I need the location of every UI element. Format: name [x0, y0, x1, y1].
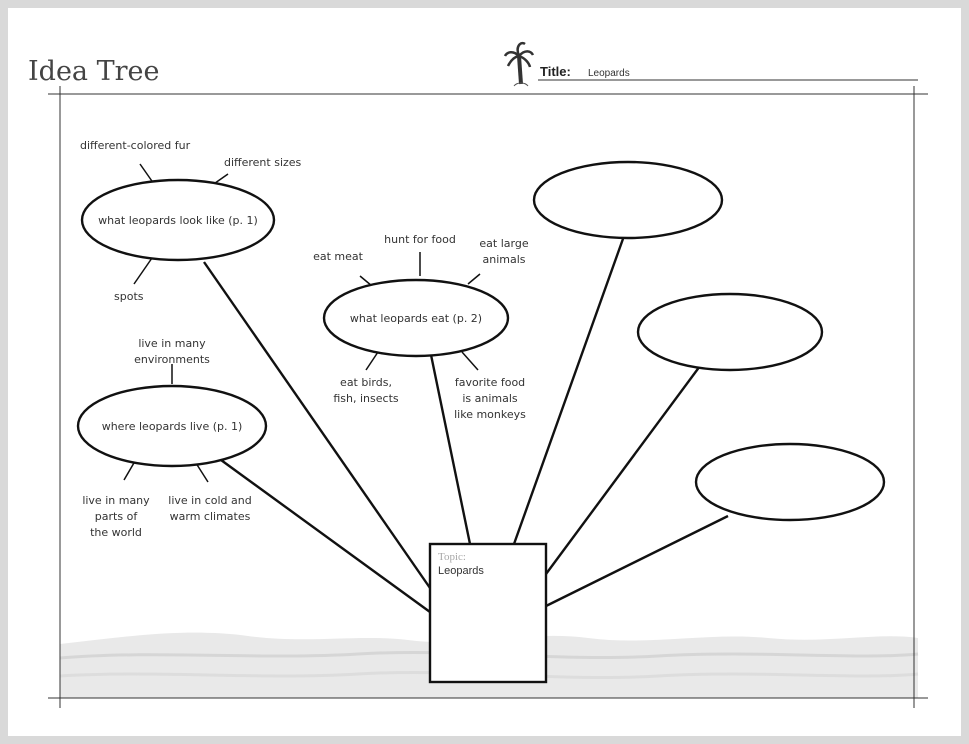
branch-line	[545, 365, 701, 575]
connector	[365, 351, 379, 371]
branch-oval	[76, 384, 268, 468]
detail-text: different-colored fur	[80, 139, 191, 152]
app-title: Idea Tree	[28, 56, 159, 87]
branch-label: what leopards look like (p. 1)	[98, 214, 258, 227]
branch-line	[428, 349, 472, 545]
branch-oval	[636, 292, 824, 372]
detail-text: spots	[114, 290, 144, 303]
branch-line	[512, 235, 626, 545]
connector	[461, 351, 479, 371]
branch-line	[545, 514, 729, 608]
branch-lines	[203, 235, 729, 613]
branch-line	[203, 261, 431, 589]
branch-label: where leopards live (p. 1)	[102, 420, 243, 433]
palm-tree-icon	[503, 41, 535, 87]
branch-oval	[322, 278, 510, 358]
branch-oval	[80, 178, 276, 262]
worksheet-page: Idea Tree Title: Leopards Topic: Leopard…	[8, 8, 961, 736]
branch-oval	[694, 442, 886, 522]
branch-oval	[532, 160, 724, 240]
topic-value: Leopards	[438, 565, 484, 577]
connector	[133, 257, 153, 285]
topic-box	[428, 542, 548, 684]
detail-text: hunt for food	[384, 233, 456, 246]
detail-text: eat birds,fish, insects	[333, 376, 399, 405]
topic-label: Topic:	[438, 551, 466, 563]
title-value: Leopards	[588, 68, 630, 79]
connector	[467, 273, 481, 285]
branch-line	[209, 451, 431, 613]
detail-text: eat meat	[313, 250, 364, 263]
idea-tree-diagram: Idea Tree Title: Leopards Topic: Leopard…	[28, 41, 928, 708]
title-label: Title:	[540, 64, 571, 79]
branch-label: what leopards eat (p. 2)	[350, 312, 482, 325]
detail-text: different sizes	[224, 156, 302, 169]
